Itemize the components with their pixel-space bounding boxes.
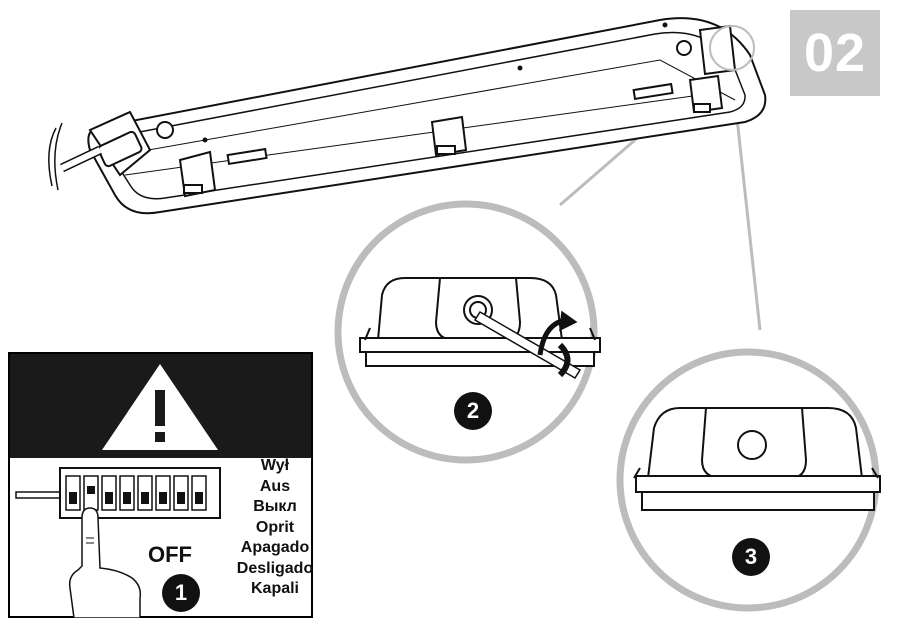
off-word: Kapali <box>250 580 299 597</box>
off-word: Oprit <box>255 518 295 536</box>
callout-step3 <box>616 348 881 612</box>
step-number-2: 2 <box>454 392 492 430</box>
warning-triangle-icon <box>102 364 218 450</box>
callout-step2 <box>334 200 601 464</box>
off-word: Wył <box>260 457 290 474</box>
circuit-breaker-icon <box>15 467 221 618</box>
luminaire-body <box>48 17 767 215</box>
detail-marker <box>709 25 755 71</box>
step-badge: 02 <box>790 10 880 96</box>
hand-icon <box>68 507 142 618</box>
off-label: OFF <box>148 542 192 567</box>
off-word: Aus <box>259 477 291 495</box>
step-number-3: 3 <box>732 538 770 576</box>
warning-header <box>10 354 311 458</box>
off-word: Выкл <box>253 498 297 515</box>
off-translations: Wył Aus Выкл Oprit Apagado Desligado Kap… <box>236 456 314 600</box>
off-word: Apagado <box>240 539 310 556</box>
power-off-warning-panel: OFF Wył Aus Выкл Oprit Apagado Desligado… <box>8 352 313 618</box>
off-word: Desligado <box>236 559 314 577</box>
step-number-1: 1 <box>162 574 200 612</box>
